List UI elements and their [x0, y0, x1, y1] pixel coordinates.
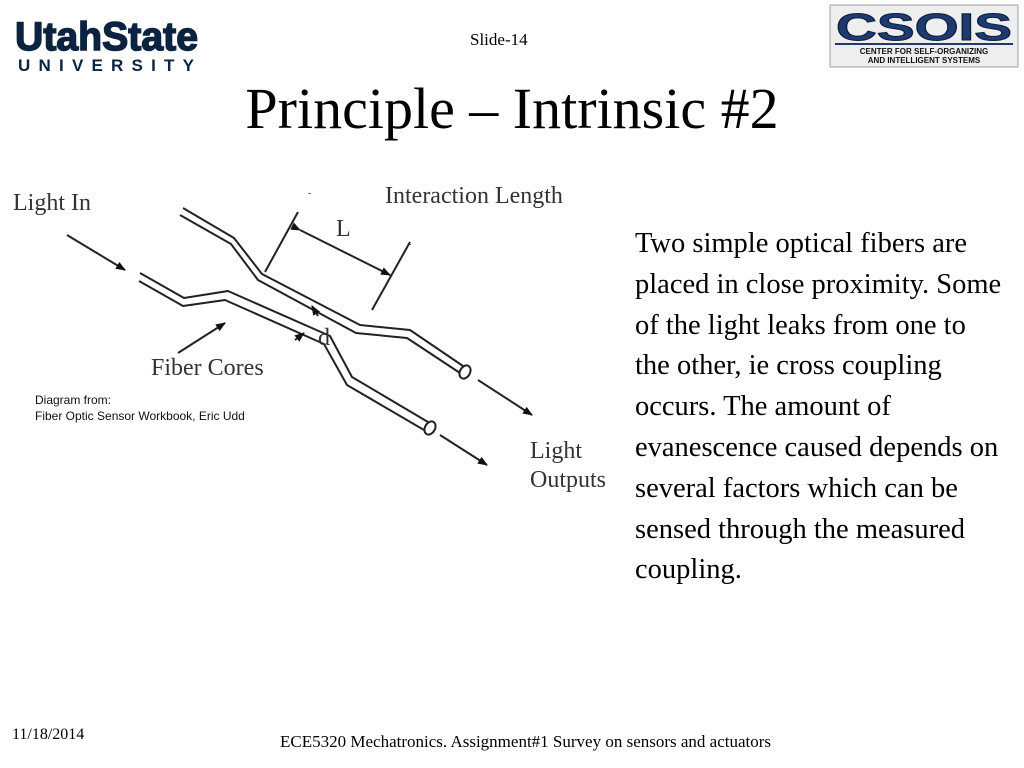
length-symbol: L — [336, 216, 351, 242]
lower-output-arrow — [439, 434, 488, 466]
svg-text:CSOIS: CSOIS — [836, 7, 1012, 49]
utah-state-university-logo: UtahState UNIVERSITY — [14, 14, 199, 74]
svg-text:UtahState: UtahState — [15, 15, 198, 59]
svg-text:-: - — [408, 239, 411, 250]
light-in-arrow — [66, 234, 126, 271]
d-arrow-top — [311, 305, 321, 317]
svg-text:CENTER FOR SELF-ORGANIZING: CENTER FOR SELF-ORGANIZING — [860, 47, 988, 56]
svg-text:-: - — [308, 188, 311, 199]
credit-line-2: Fiber Optic Sensor Workbook, Eric Udd — [35, 409, 245, 423]
interaction-length-label: Interaction Length — [385, 183, 563, 209]
page-title: Principle – Intrinsic #2 — [245, 76, 779, 141]
footer-date: 11/18/2014 — [12, 726, 85, 743]
credit-line-1: Diagram from: — [35, 393, 112, 407]
fiber-coupler-diagram: - - Light In Interaction Length L d Fibe… — [13, 183, 606, 493]
body-text: Two simple optical fibers are placed in … — [635, 228, 1002, 586]
light-in-label: Light In — [13, 190, 91, 216]
csois-logo: CSOIS CENTER FOR SELF-ORGANIZING AND INT… — [829, 4, 1019, 68]
svg-text:AND INTELLIGENT SYSTEMS: AND INTELLIGENT SYSTEMS — [868, 56, 981, 65]
lower-fiber — [138, 272, 437, 436]
distance-symbol: d — [318, 325, 330, 351]
fiber-cores-label: Fiber Cores — [151, 355, 264, 381]
diagram-credit: Diagram from: Fiber Optic Sensor Workboo… — [35, 392, 245, 424]
d-arrow-bottom — [294, 332, 305, 342]
footer-course: ECE5320 Mechatronics. Assignment#1 Surve… — [280, 732, 772, 751]
interaction-start-tick — [264, 211, 299, 273]
light-outputs-label-line2: Outputs — [530, 467, 606, 493]
upper-output-arrow — [477, 379, 533, 416]
interaction-length-arrow — [290, 222, 391, 276]
light-outputs-label-line1: Light — [530, 438, 582, 464]
interaction-end-tick — [371, 241, 411, 311]
slide-number: Slide-14 — [470, 30, 528, 49]
fiber-cores-arrow — [177, 322, 226, 354]
upper-fiber — [179, 207, 472, 380]
